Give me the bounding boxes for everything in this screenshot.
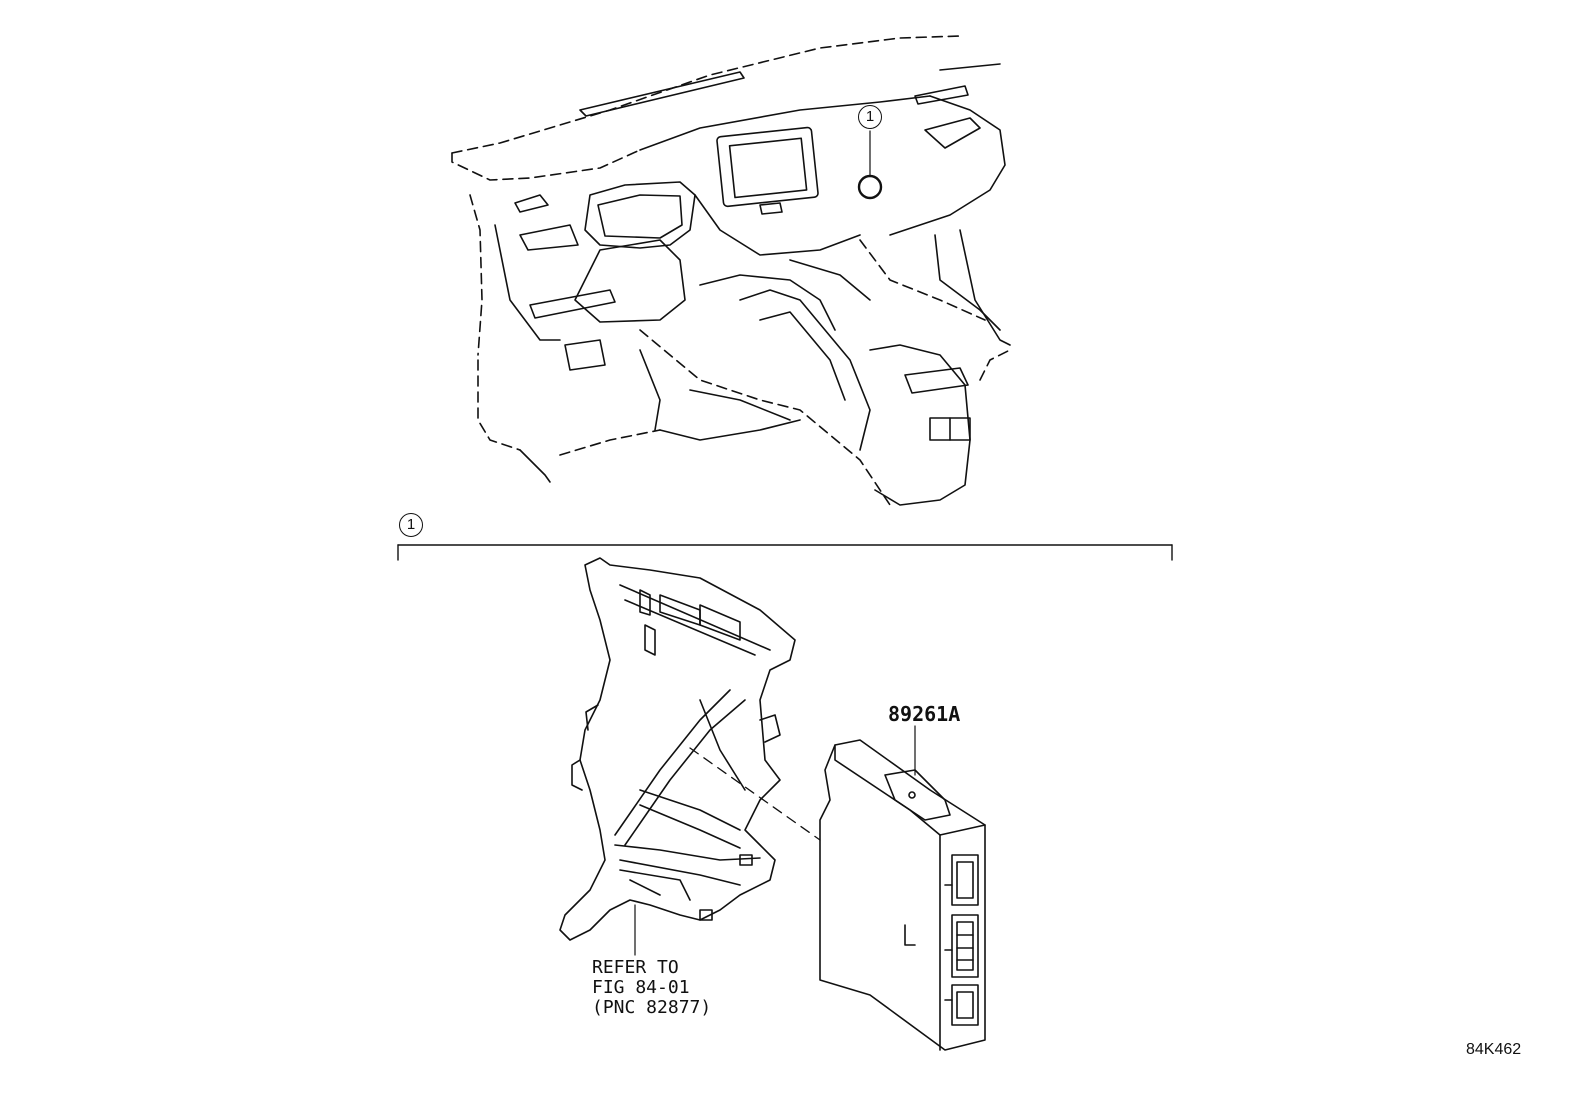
callout-marker-top: 1 bbox=[858, 105, 882, 129]
reference-line-2: FIG 84-01 bbox=[592, 977, 690, 998]
mounting-bracket bbox=[559, 557, 796, 956]
dashboard-illustration bbox=[451, 35, 1011, 506]
callout-marker-section: 1 bbox=[399, 513, 423, 537]
assembly-dashed-line bbox=[689, 747, 821, 841]
section-bracket bbox=[397, 544, 1173, 561]
reference-line-3: (PNC 82877) bbox=[592, 997, 712, 1018]
part-number-label: 89261A bbox=[888, 702, 961, 726]
reference-note: REFER TO FIG 84-01 (PNC 82877) bbox=[592, 958, 711, 1018]
reference-line-1: REFER TO bbox=[592, 957, 679, 978]
control-module bbox=[819, 725, 986, 1051]
figure-code: 84K462 bbox=[1466, 1041, 1522, 1058]
